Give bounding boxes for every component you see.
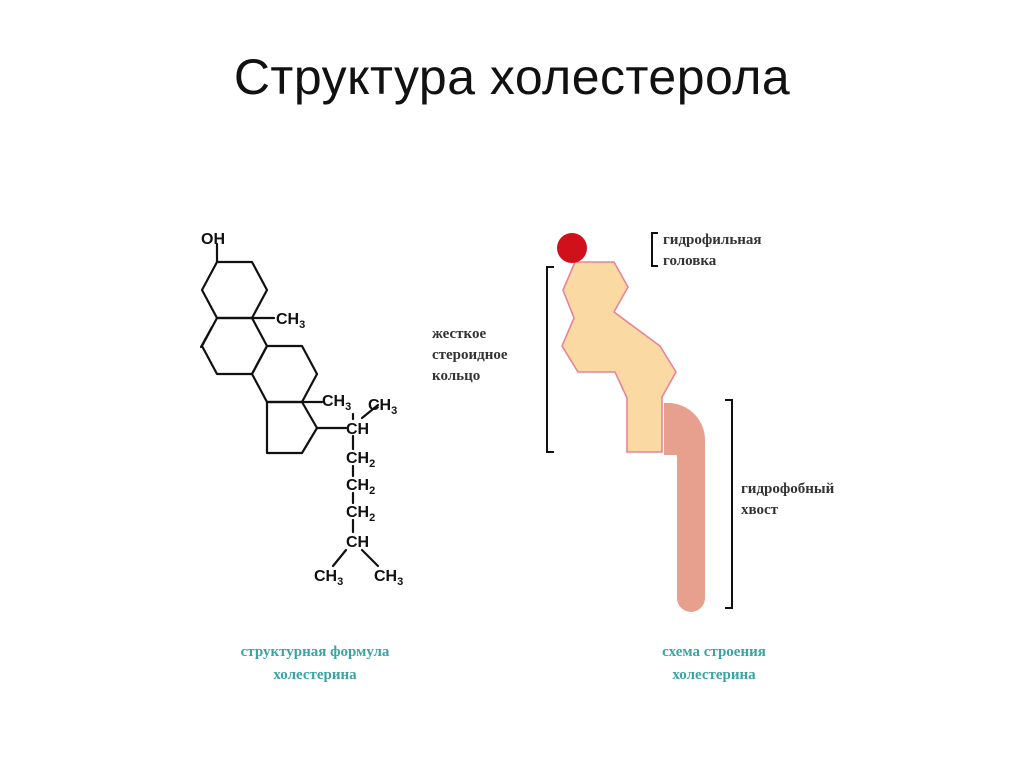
ring-a xyxy=(200,260,269,320)
tail-bracket xyxy=(725,399,733,609)
ring-label-line-2: стероидное xyxy=(432,347,508,363)
head-label-line-2: головка xyxy=(663,253,717,269)
ring-bracket xyxy=(546,266,554,453)
ch3-side-label: CH3 xyxy=(322,393,351,413)
ch3-branch-label: CH3 xyxy=(368,397,397,417)
ring-c xyxy=(250,344,319,404)
left-caption-line-1: структурная формула xyxy=(241,644,390,660)
ring-label-line-1: жесткое xyxy=(432,326,486,342)
ch-label-1: CH xyxy=(346,421,369,438)
ring-d xyxy=(265,400,319,455)
structural-formula xyxy=(199,242,380,568)
oh-label: OH xyxy=(201,231,225,248)
ch2-label-3: CH2 xyxy=(346,504,375,524)
ch3-end-right-label: CH3 xyxy=(374,568,403,588)
hydrophilic-head xyxy=(557,233,587,263)
tail-label-line-1: гидрофобный xyxy=(741,481,835,497)
hydrophobic-tail xyxy=(664,403,705,612)
right-caption-line-2: холестерина xyxy=(672,667,756,683)
left-caption-line-2: холестерина xyxy=(273,667,357,683)
ring-label-line-3: кольцо xyxy=(432,368,480,384)
side-chain-bond-3 xyxy=(360,403,380,420)
ch2-label-2: CH2 xyxy=(346,477,375,497)
double-bond xyxy=(199,325,214,349)
ch3-ring-label: CH3 xyxy=(276,311,305,331)
side-chain-bond-9 xyxy=(360,548,380,568)
ch-label-2: CH xyxy=(346,534,369,551)
head-label-line-1: гидрофильная xyxy=(663,232,762,248)
steroid-rings xyxy=(561,261,677,453)
tail-label-line-2: хвост xyxy=(741,502,779,518)
ch3-end-left-label: CH3 xyxy=(314,568,343,588)
head-bracket xyxy=(651,232,658,267)
side-chain-bond-8 xyxy=(331,548,348,568)
slide-title: Структура холестерола xyxy=(233,49,791,105)
cholesterol-scheme xyxy=(546,232,733,612)
ch2-label-1: CH2 xyxy=(346,450,375,470)
right-caption-line-1: схема строения xyxy=(662,644,766,660)
